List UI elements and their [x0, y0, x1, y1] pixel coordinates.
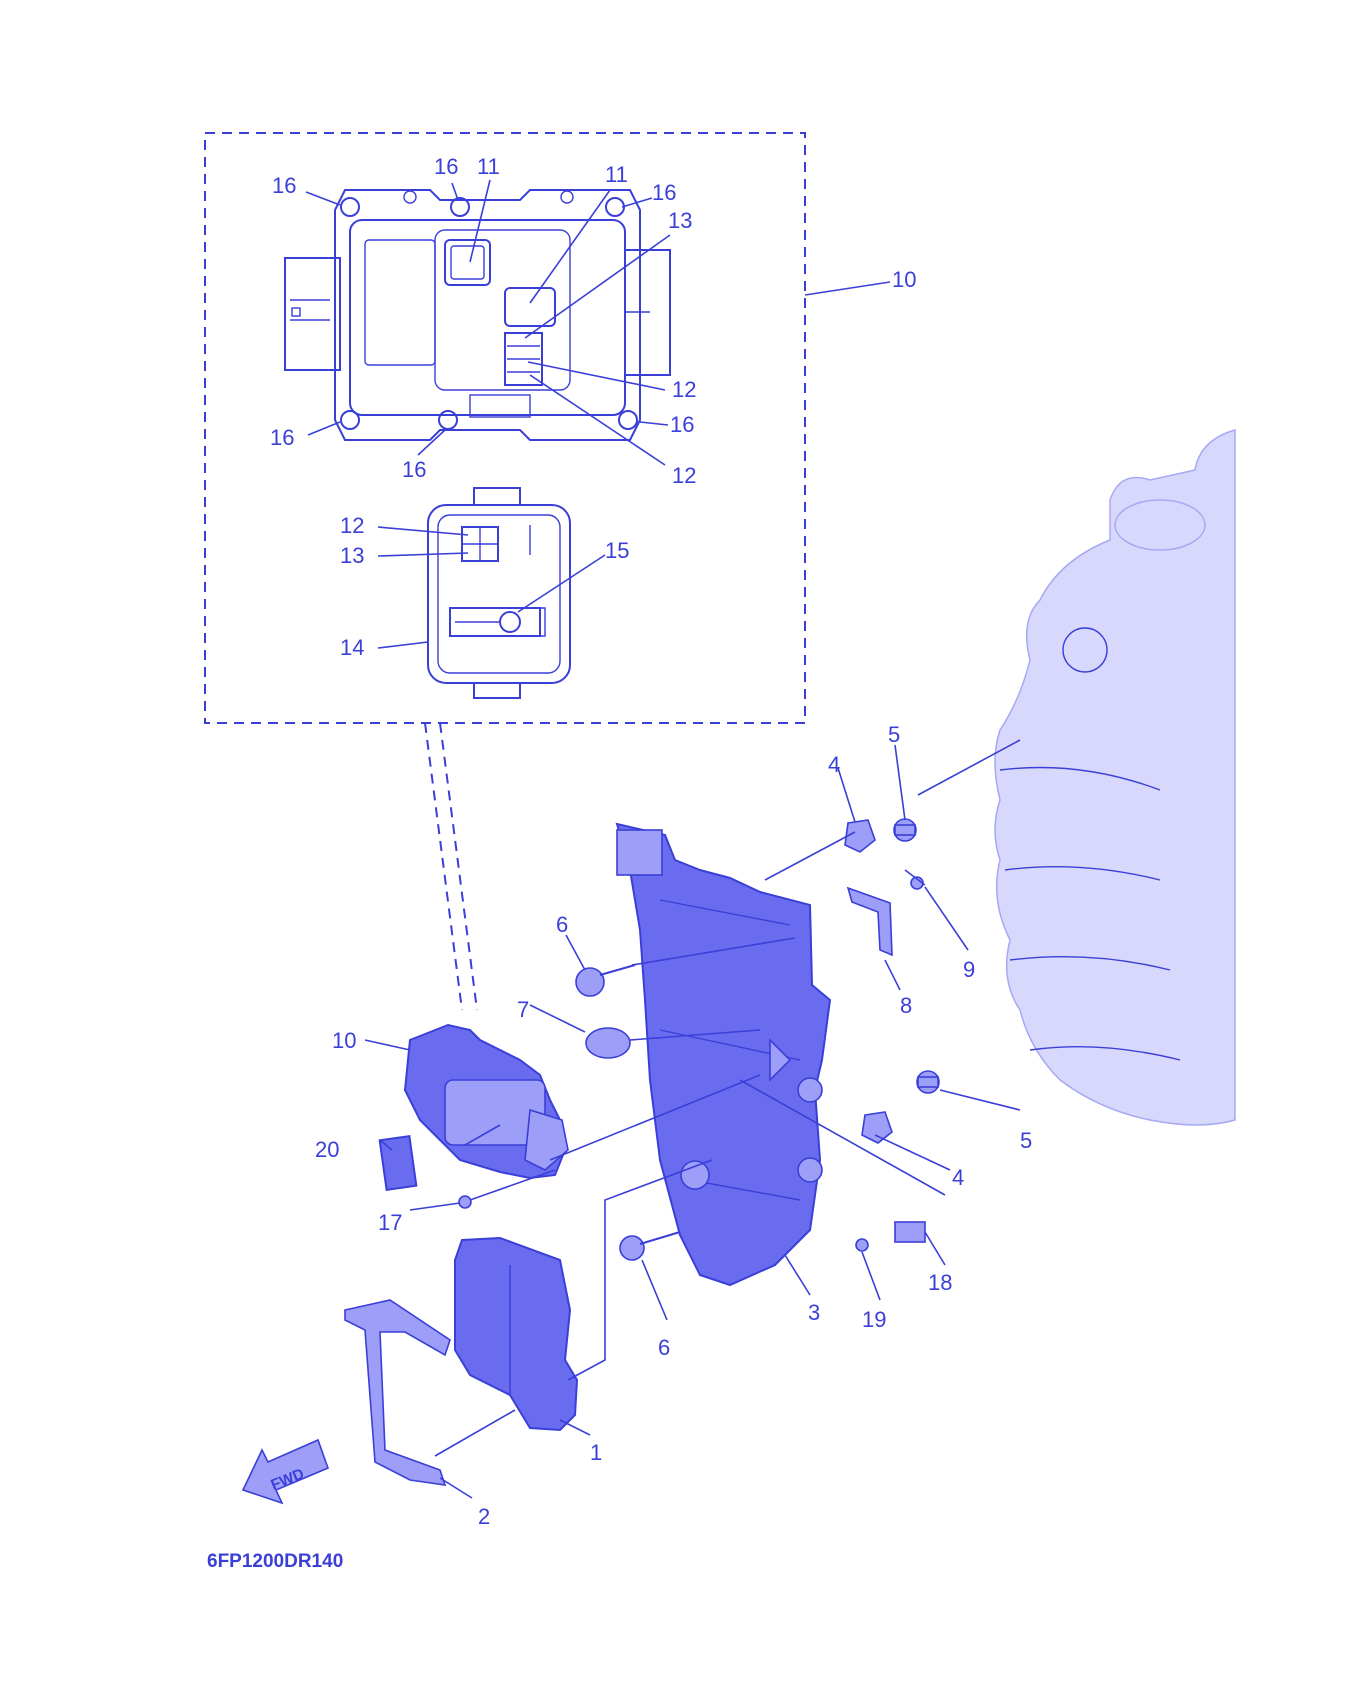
callout-16: 16	[270, 425, 294, 450]
callout-13: 13	[668, 208, 692, 233]
fuse-box-view	[427, 487, 571, 699]
callout-6: 6	[658, 1335, 670, 1360]
holder-part-2	[344, 1299, 451, 1486]
ecu-part-10	[403, 1023, 569, 1180]
callout-11: 11	[477, 154, 500, 179]
callout-16: 16	[670, 412, 694, 437]
module-part-1	[454, 1236, 579, 1432]
callout-12: 12	[672, 377, 696, 402]
hardware-parts	[458, 818, 940, 1261]
callout-10: 10	[892, 267, 916, 292]
callout-16: 16	[402, 457, 426, 482]
callout-12: 12	[340, 513, 364, 538]
callout-13: 13	[340, 543, 364, 568]
callout-2: 2	[478, 1504, 490, 1529]
callout-18: 18	[928, 1270, 952, 1295]
callout-1: 1	[590, 1440, 602, 1465]
callout-19: 19	[862, 1307, 886, 1332]
callout-3: 3	[808, 1300, 820, 1325]
callout-5: 5	[1020, 1128, 1032, 1153]
callout-4: 4	[952, 1165, 964, 1190]
callout-17: 17	[378, 1210, 402, 1235]
engine-block-outline	[994, 429, 1236, 1126]
bracket-part-3	[615, 822, 832, 1287]
label-part-20	[378, 1135, 418, 1191]
leader-lines	[305, 179, 1021, 1499]
callout-4: 4	[828, 752, 840, 777]
diagram-reference-code: 6FP1200DR140	[207, 1551, 343, 1572]
ecu-top-view	[284, 189, 671, 441]
callout-16: 16	[652, 180, 676, 205]
callout-6: 6	[556, 912, 568, 937]
inset-detail-box	[204, 132, 806, 724]
callout-9: 9	[963, 957, 975, 982]
callout-5: 5	[888, 722, 900, 747]
callout-11: 11	[605, 162, 628, 187]
callout-14: 14	[340, 635, 364, 660]
callout-20: 20	[315, 1137, 339, 1162]
callout-16: 16	[434, 154, 458, 179]
callout-15: 15	[605, 538, 629, 563]
callout-10: 10	[332, 1028, 356, 1053]
callout-labels: 16 16 11 11 16 13 10 12 16 16 16 12 12 1…	[270, 154, 1032, 1529]
callout-16: 16	[272, 173, 296, 198]
callout-8: 8	[900, 993, 912, 1018]
callout-12: 12	[672, 463, 696, 488]
callout-7: 7	[517, 997, 529, 1022]
fwd-arrow-icon: FWD	[241, 1438, 330, 1505]
